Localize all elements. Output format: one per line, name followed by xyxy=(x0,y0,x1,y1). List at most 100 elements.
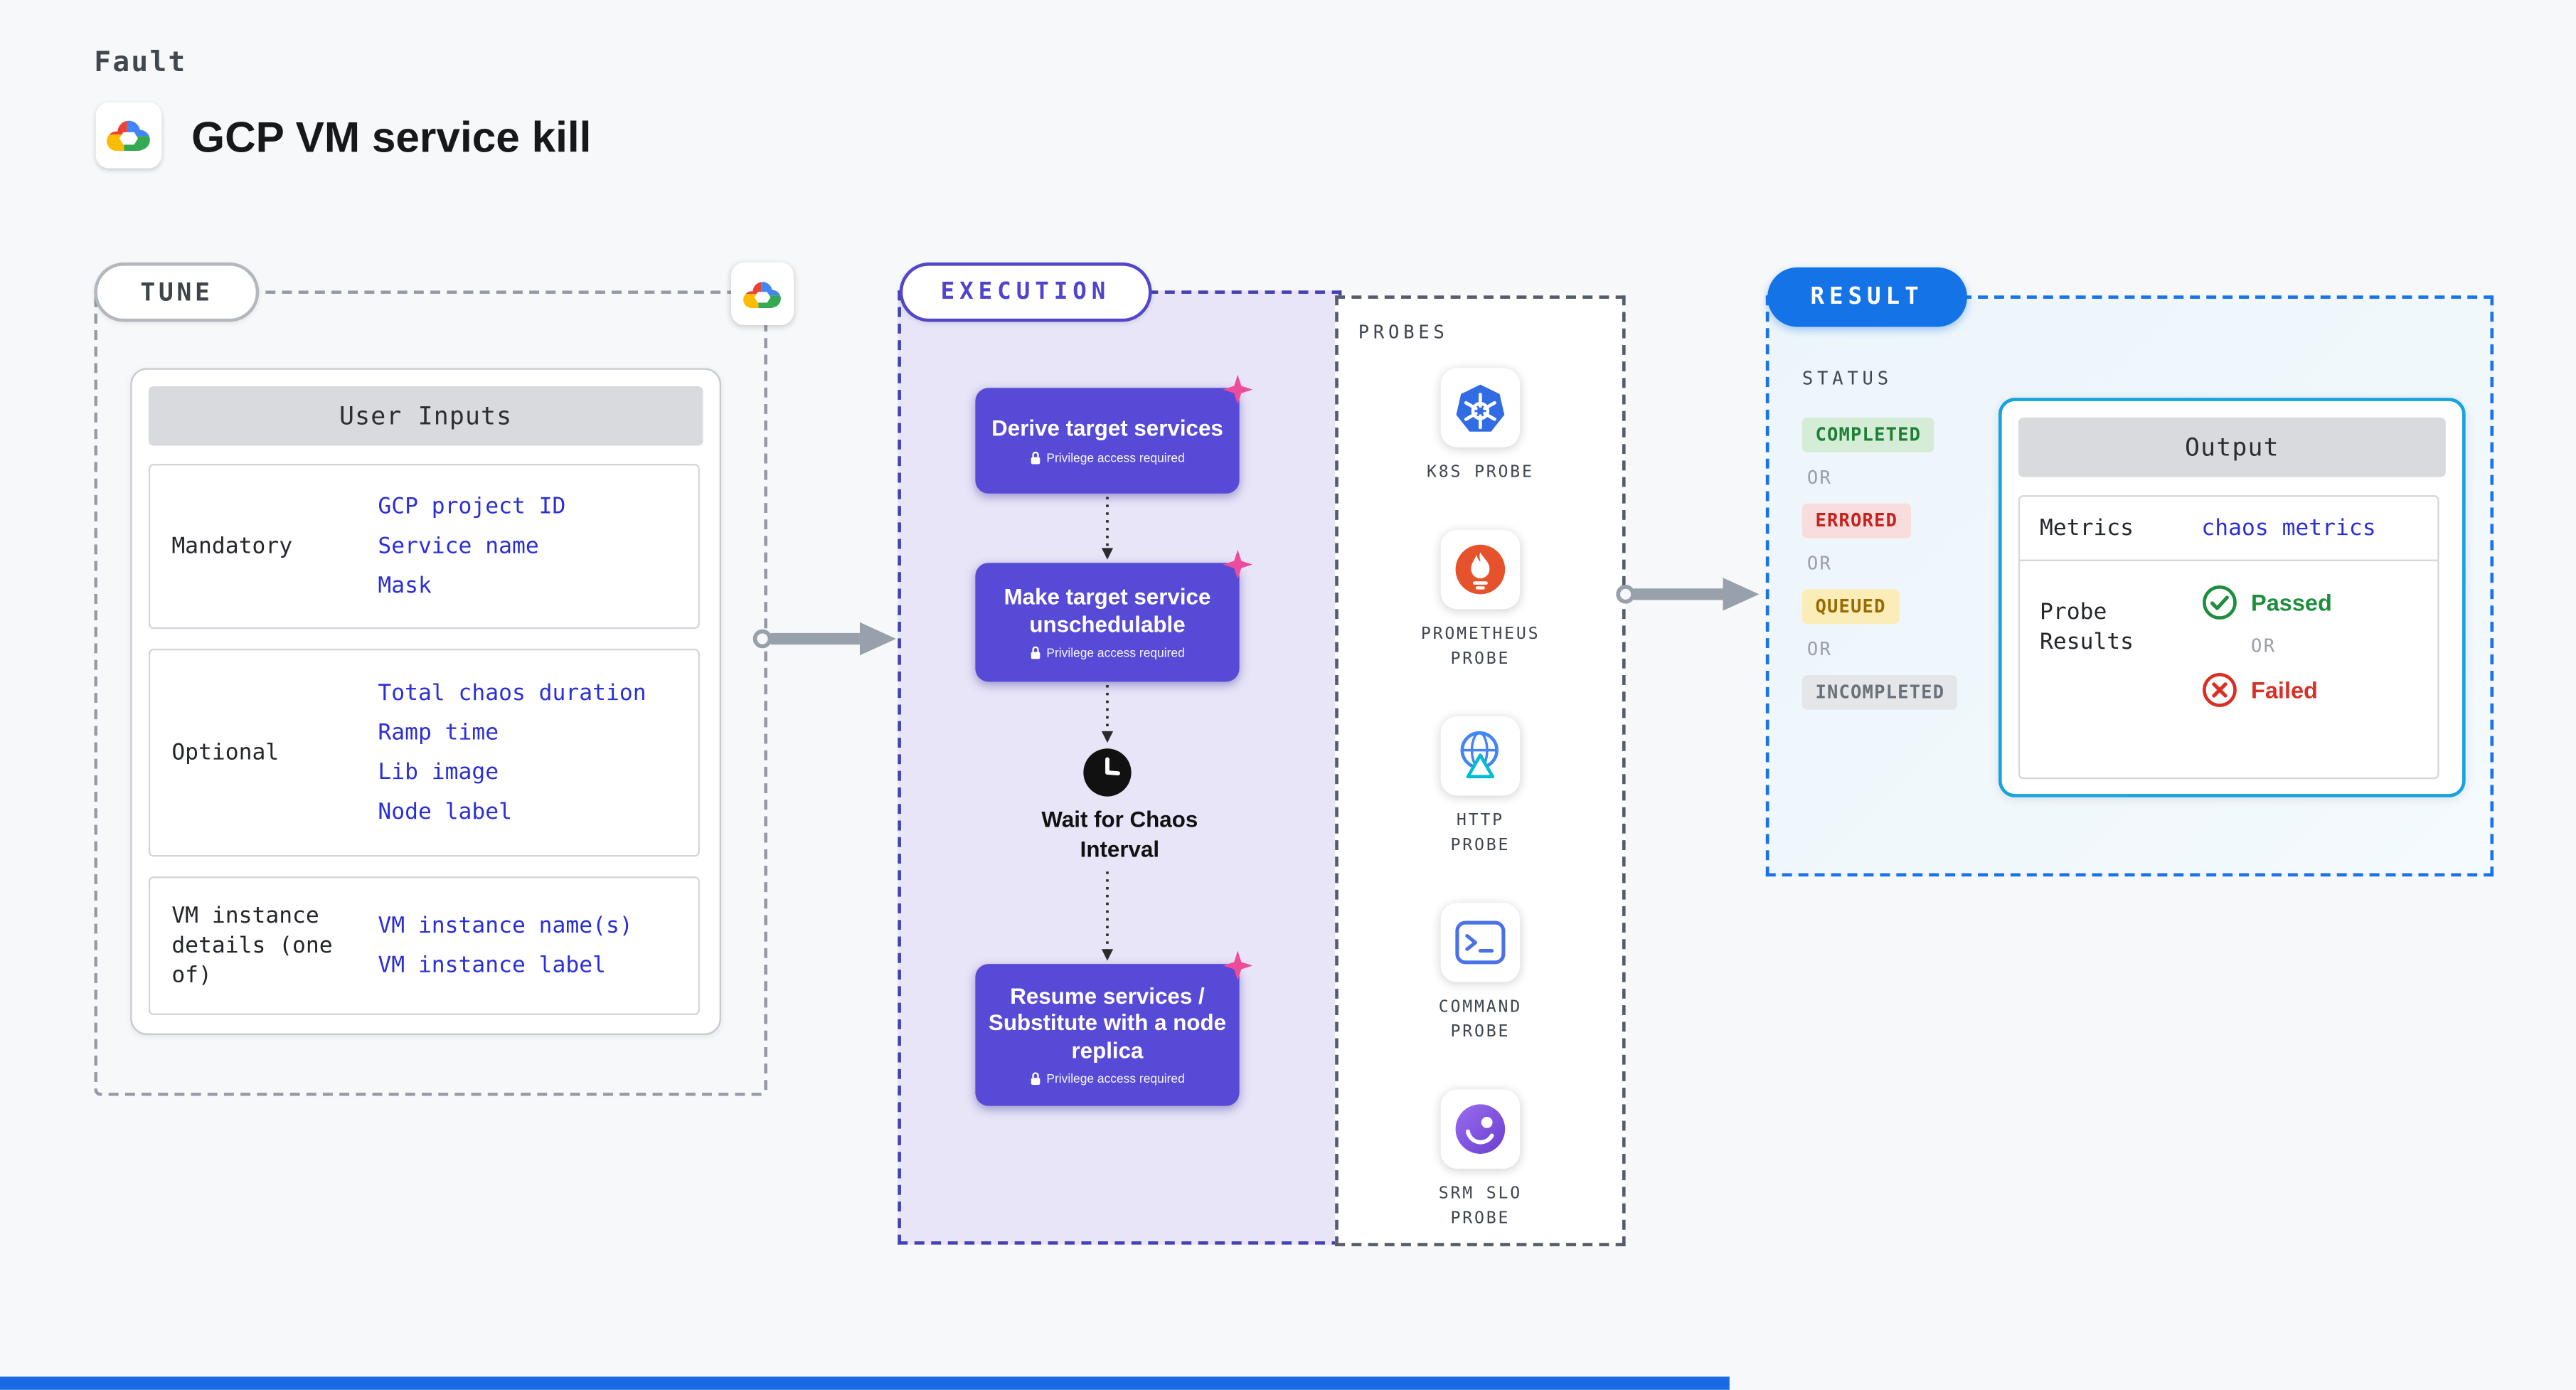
input-value: Node label xyxy=(378,799,512,826)
probe-tile xyxy=(1440,368,1521,447)
privilege-badge: Privilege access required xyxy=(1030,450,1185,465)
fault-spark-icon xyxy=(1223,549,1253,580)
status-badge-incompleted: INCOMPLETED xyxy=(1801,675,1958,710)
prometheus-icon xyxy=(1455,543,1506,594)
command-terminal-icon xyxy=(1455,920,1506,964)
status-badge-errored: ERRORED xyxy=(1801,503,1911,539)
result-pill: RESULT xyxy=(1767,267,1966,327)
probe-http: HTTP PROBE xyxy=(1421,715,1540,859)
result-section: RESULT STATUS COMPLETED OR ERRORED OR QU… xyxy=(1765,267,2494,877)
privilege-badge-label: Privilege access required xyxy=(1046,1071,1185,1087)
lock-icon xyxy=(1031,1072,1040,1086)
kubernetes-icon xyxy=(1456,383,1505,431)
probe-list: K8S PROBE PROMETHEUS PROBE xyxy=(1338,368,1622,1232)
or-label: OR xyxy=(2251,635,2277,657)
input-value: Ramp time xyxy=(378,719,499,746)
flow-connector xyxy=(1101,497,1114,560)
probe-k8s: K8S PROBE xyxy=(1421,368,1540,486)
gcp-logo xyxy=(95,102,162,169)
metrics-row: Metrics chaos metrics xyxy=(2020,497,2438,561)
passed-line: Passed xyxy=(2201,584,2332,620)
metrics-label: Metrics xyxy=(2040,514,2134,541)
or-label: OR xyxy=(1806,638,1833,661)
input-row-label: Mandatory xyxy=(171,533,293,560)
input-value: Total chaos duration xyxy=(378,680,646,707)
clock-icon xyxy=(1083,748,1132,797)
step-derive-target-services: Derive target services Privilege access … xyxy=(975,374,1253,494)
probe-command: COMMAND PROBE xyxy=(1421,902,1540,1046)
input-row-values: VM instance name(s) VM instance label xyxy=(378,913,698,979)
input-row-mandatory: Mandatory GCP project ID Service name Ma… xyxy=(148,464,700,630)
input-row-vm-instance: VM instance details (one of) VM instance… xyxy=(148,876,700,1016)
fault-kicker: Fault xyxy=(94,46,187,80)
step-label: Make target service unschedulable xyxy=(1004,584,1211,637)
probe-label: K8S PROBE xyxy=(1426,464,1534,482)
page-title: GCP VM service kill xyxy=(191,112,592,162)
step-make-unschedulable: Make target service unschedulable Privil… xyxy=(975,549,1253,682)
bottom-section-edge xyxy=(0,1376,1730,1390)
privilege-badge: Privilege access required xyxy=(1030,1071,1185,1086)
flow-connector xyxy=(1101,684,1114,743)
fault-spark-icon xyxy=(1223,374,1253,405)
status-badge-queued: QUEUED xyxy=(1801,589,1900,625)
probe-label: SRM SLO PROBE xyxy=(1438,1184,1523,1229)
probes-section: PROBES K8S PROBE xyxy=(1335,295,1626,1246)
probe-label: HTTP PROBE xyxy=(1450,811,1511,855)
gcp-tile xyxy=(730,262,794,326)
output-rows: Metrics chaos metrics Probe Results Pass… xyxy=(2018,495,2439,780)
probe-results-row: Probe Results Passed OR xyxy=(2020,561,2437,709)
probe-tile xyxy=(1440,529,1521,609)
input-value: VM instance label xyxy=(378,952,606,979)
probe-tile xyxy=(1440,1088,1521,1168)
execution-pill: EXECUTION xyxy=(899,262,1152,322)
user-inputs-card: User Inputs Mandatory GCP project ID Ser… xyxy=(130,368,722,1035)
probes-title: PROBES xyxy=(1358,322,1449,344)
check-circle-icon xyxy=(2203,585,2237,620)
input-value: GCP project ID xyxy=(378,493,566,520)
passed-label: Passed xyxy=(2251,589,2332,616)
privilege-badge-label: Privilege access required xyxy=(1046,645,1185,661)
tune-to-execution-arrow xyxy=(752,622,896,656)
gcp-cloud-icon xyxy=(741,278,784,309)
input-row-label: VM instance details (one of) xyxy=(171,902,333,990)
lock-icon xyxy=(1031,451,1040,464)
probe-results-values: Passed OR Failed xyxy=(2201,584,2332,708)
step-resume-services: Resume services / Substitute with a node… xyxy=(975,950,1253,1106)
flow-connector xyxy=(1101,871,1114,961)
or-label: OR xyxy=(1806,467,1833,489)
status-title: STATUS xyxy=(1801,368,1893,390)
step-label: Resume services / Substitute with a node… xyxy=(988,983,1227,1063)
input-value: Service name xyxy=(378,533,539,560)
input-row-values: Total chaos duration Ramp time Lib image… xyxy=(378,680,698,825)
step-label: Derive target services xyxy=(991,416,1223,442)
input-value: Mask xyxy=(378,573,432,600)
probe-tile xyxy=(1440,715,1521,795)
input-value: Lib image xyxy=(378,759,499,786)
probe-results-label: Probe Results xyxy=(2040,599,2134,656)
wait-step xyxy=(1081,746,1134,799)
http-globe-icon xyxy=(1460,731,1499,779)
probe-label: COMMAND PROBE xyxy=(1438,997,1523,1042)
wait-label: Wait for Chaos Interval xyxy=(1041,807,1198,861)
status-badge-completed: COMPLETED xyxy=(1801,418,1934,452)
status-column: STATUS COMPLETED OR ERRORED OR QUEUED OR… xyxy=(1801,368,1958,710)
tune-section: TUNE User Inputs Mandatory GCP project I… xyxy=(94,262,794,1096)
execution-section: EXECUTION Derive target services Privile… xyxy=(898,262,1342,1245)
srm-slo-icon xyxy=(1455,1103,1506,1153)
input-value: VM instance name(s) xyxy=(378,913,633,940)
privilege-badge-label: Privilege access required xyxy=(1046,450,1185,465)
probes-to-result-arrow xyxy=(1616,578,1760,611)
probe-srm-slo: SRM SLO PROBE xyxy=(1421,1088,1540,1232)
probe-prometheus: PROMETHEUS PROBE xyxy=(1421,529,1540,673)
or-label: OR xyxy=(1806,553,1833,575)
user-inputs-header: User Inputs xyxy=(148,386,703,446)
tune-pill: TUNE xyxy=(94,262,260,322)
input-row-optional: Optional Total chaos duration Ramp time … xyxy=(148,648,700,857)
metrics-value: chaos metrics xyxy=(2201,514,2376,542)
privilege-badge: Privilege access required xyxy=(1030,645,1185,660)
lock-icon xyxy=(1031,646,1040,659)
output-header: Output xyxy=(2018,418,2446,477)
probe-label: PROMETHEUS PROBE xyxy=(1420,625,1540,669)
input-row-values: GCP project ID Service name Mask xyxy=(378,494,698,600)
